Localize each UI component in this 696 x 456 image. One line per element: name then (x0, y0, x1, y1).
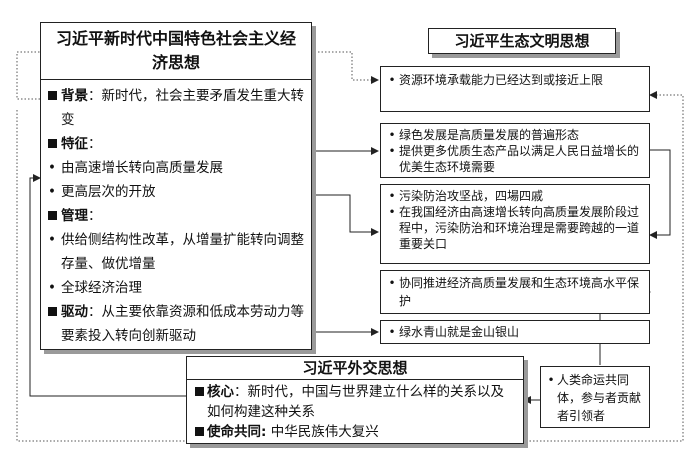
diplomacy-thought-title: 习近平外交思想 (187, 357, 523, 380)
background-label: 背景 (61, 88, 88, 104)
feature-text: 更高层次的开放 (61, 184, 156, 200)
feature-item: • 更高层次的开放 (43, 180, 305, 204)
eco-box-4: •协同推进经济高质量发展和生态环境高水平保护 (380, 270, 650, 314)
background-text: ：新时代，社会主要矛盾发生重大转变 (61, 88, 304, 128)
management-text: 全球经济治理 (61, 280, 142, 296)
management-item: • 全球经济治理 (43, 276, 305, 300)
square-bullet-icon (47, 211, 57, 220)
dot-bullet-icon: • (388, 276, 396, 290)
dotted-loop-bottom (16, 91, 684, 442)
econ-thought-box: 习近平新时代中国特色社会主义经济思想 背景：新时代，社会主要矛盾发生重大转变 特… (40, 22, 312, 350)
management-item: • 供给侧结构性改革，从增量扩能转向调整存量、做优增量 (43, 228, 305, 276)
dot-bullet-icon: • (48, 160, 56, 176)
drive-label: 驱动 (61, 304, 88, 320)
diplomacy-mission-item: 使命共同: 中华民族伟大复兴 (191, 422, 517, 442)
eco-box-3-text: 在我国经济由高速增长转向高质量发展阶段过程中，污染防治和环境治理是需要跨越的一道… (399, 205, 640, 251)
square-bullet-icon (194, 427, 204, 436)
dot-bullet-icon: • (388, 73, 396, 87)
mission-label: 使命共同: (207, 424, 267, 440)
square-bullet-icon (47, 307, 57, 316)
management-colon: ： (88, 208, 102, 224)
eco-box-5-text: 绿水青山就是金山银山 (399, 325, 520, 339)
eco-box-3: •污染防治攻坚战，四場四戚 •在我国经济由高速增长转向高质量发展阶段过程中，污染… (380, 184, 650, 264)
features-colon: ： (88, 136, 102, 152)
eco-box-2-text: 提供更多优质生态产品以满足人民日益增长的优美生态环境需要 (399, 144, 640, 174)
dot-bullet-icon: • (388, 144, 396, 158)
diplomacy-core-item: 核心：新时代，中国与世界建立什么样的关系以及如何构建这种关系 (191, 382, 517, 422)
core-label: 核心 (207, 384, 234, 400)
dot-bullet-icon: • (547, 373, 555, 387)
community-box: •人类命运共同体，参与者贡献者引领者 (540, 366, 650, 428)
eco-box-2-text: 绿色发展是高质量发展的普遍形态 (399, 128, 580, 142)
square-bullet-icon (47, 139, 57, 148)
drive-text: ：从主要依靠资源和低成本劳动力等要素投入转向创新驱动 (61, 304, 304, 344)
management-text: 供给侧结构性改革，从增量扩能转向调整存量、做优增量 (61, 232, 304, 272)
eco-box-1-text: 资源环境承载能力已经达到或接近上限 (399, 73, 604, 87)
dot-bullet-icon: • (388, 325, 396, 339)
eco-box-3-text: 污染防治攻坚战，四場四戚 (399, 189, 544, 203)
dot-bullet-icon: • (48, 184, 56, 200)
feature-text: 由高速增长转向高质量发展 (61, 160, 223, 176)
econ-features-item: 特征： (43, 132, 305, 156)
econ-thought-title: 习近平新时代中国特色社会主义经济思想 (41, 23, 311, 80)
eco-box-4-text: 协同推进经济高质量发展和生态环境高水平保护 (399, 276, 640, 308)
dot-bullet-icon: • (48, 232, 56, 248)
management-label: 管理 (61, 208, 88, 224)
features-label: 特征 (61, 136, 88, 152)
arrow-right-box2-box3 (649, 149, 671, 239)
dot-bullet-icon: • (388, 205, 396, 219)
eco-thought-title: 习近平生态文明思想 (428, 28, 616, 54)
square-bullet-icon (194, 387, 204, 396)
econ-management-item: 管理： (43, 204, 305, 228)
dot-bullet-icon: • (48, 280, 56, 296)
eco-box-5: •绿水青山就是金山银山 (380, 320, 650, 344)
eco-box-1: •资源环境承载能力已经达到或接近上限 (380, 66, 650, 112)
mission-text: 中华民族伟大复兴 (266, 424, 379, 440)
square-bullet-icon (47, 91, 57, 100)
arrow-management-eco (310, 194, 379, 236)
core-text: ：新时代，中国与世界建立什么样的关系以及如何构建这种关系 (207, 384, 504, 420)
feature-item: • 由高速增长转向高质量发展 (43, 156, 305, 180)
dot-bullet-icon: • (388, 128, 396, 142)
diplomacy-thought-box: 习近平外交思想 核心：新时代，中国与世界建立什么样的关系以及如何构建这种关系 使… (186, 356, 524, 444)
econ-background-item: 背景：新时代，社会主要矛盾发生重大转变 (43, 84, 305, 132)
econ-drive-item: 驱动：从主要依靠资源和低成本劳动力等要素投入转向创新驱动 (43, 300, 305, 348)
community-text: 人类命运共同体，参与者贡献者引领者 (557, 373, 642, 423)
dot-bullet-icon: • (388, 189, 396, 203)
arrow-diplomacy-econ (29, 174, 186, 397)
eco-box-2: •绿色发展是高质量发展的普遍形态 •提供更多优质生态产品以满足人民日益增长的优美… (380, 123, 650, 178)
